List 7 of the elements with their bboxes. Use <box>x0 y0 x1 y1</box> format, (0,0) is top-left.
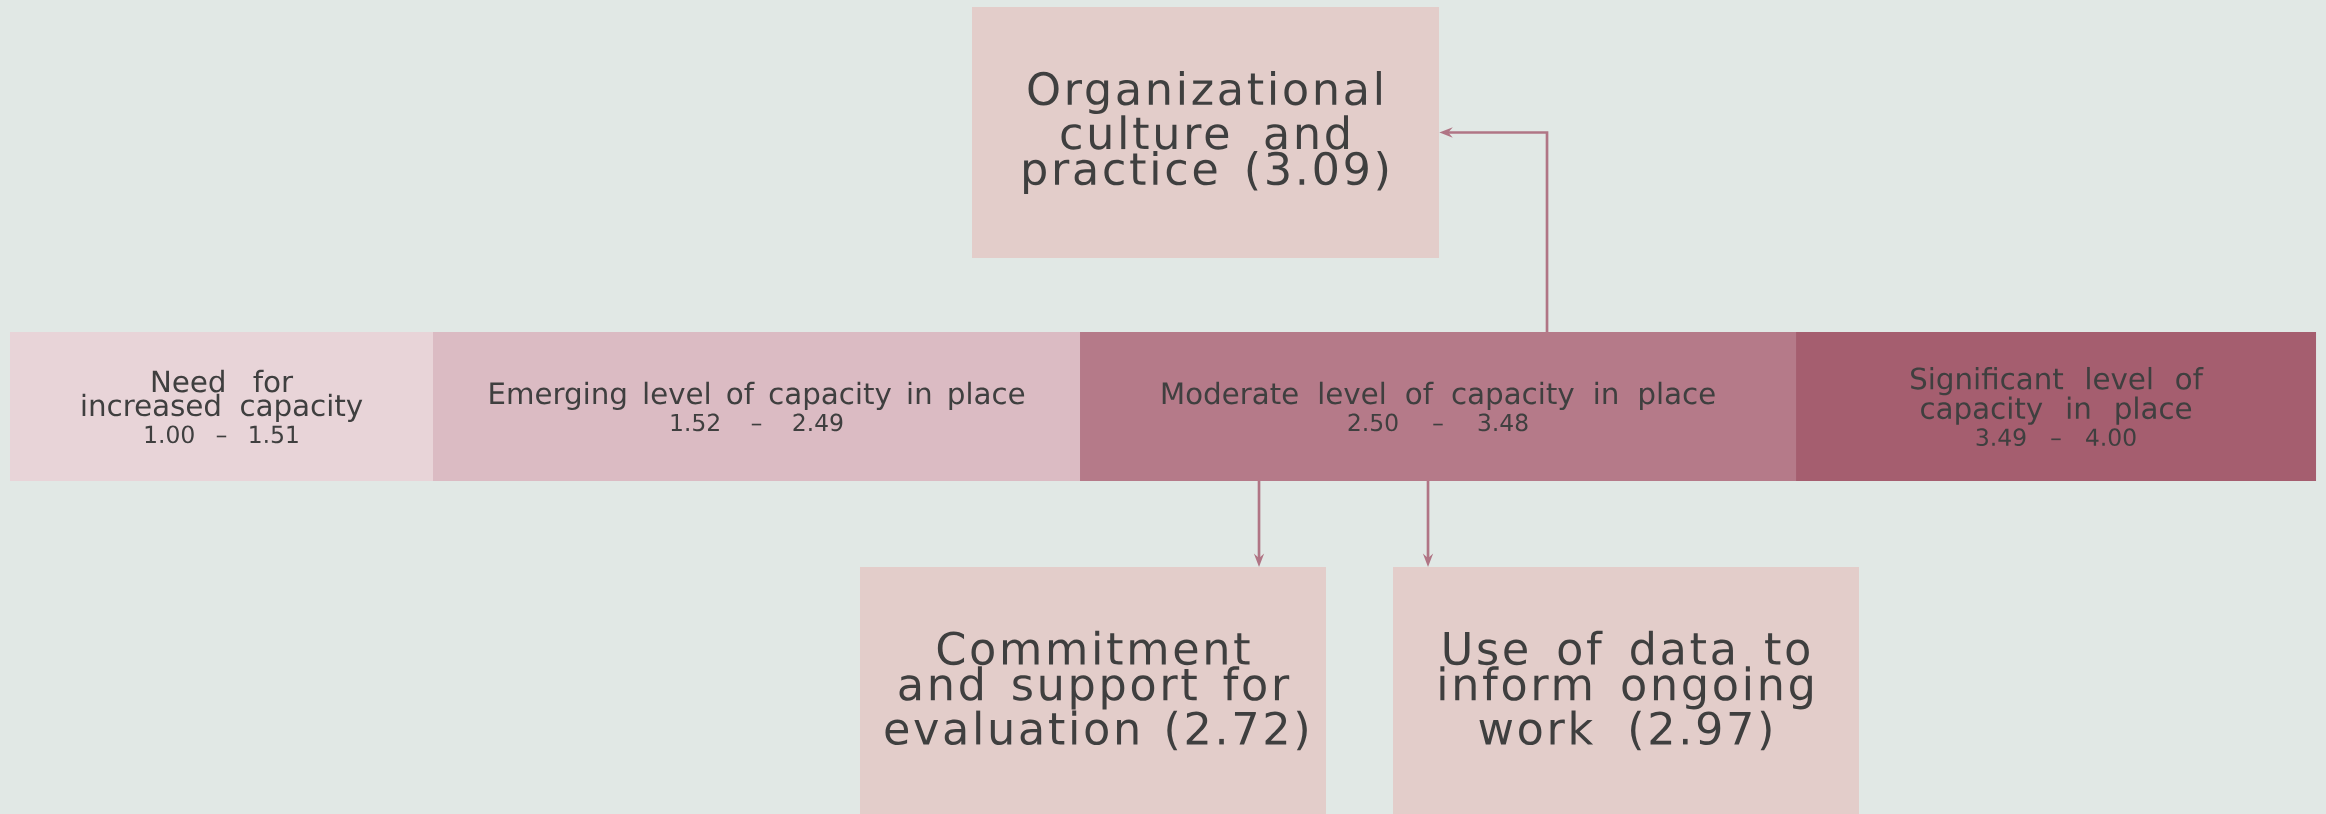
outcome-box: Organizational culture and practice (3.09) <box>972 7 1439 258</box>
scale-band: Emerging level of capacity in place 1.52 – 2.49 <box>433 332 1080 481</box>
outcome-box: Use of data to inform ongoing work (2.97) <box>1393 567 1859 814</box>
scale-band: Significant level of capacity in place 3.49 – 4.00 <box>1796 332 2316 481</box>
scale-band: Moderate level of capacity in place 2.50 – 3.48 <box>1080 332 1796 481</box>
scale-band: Need for increased capacity 1.00 – 1.51 <box>10 332 433 481</box>
outcome-box: Commitment and support for evaluation (2.72) <box>860 567 1326 814</box>
